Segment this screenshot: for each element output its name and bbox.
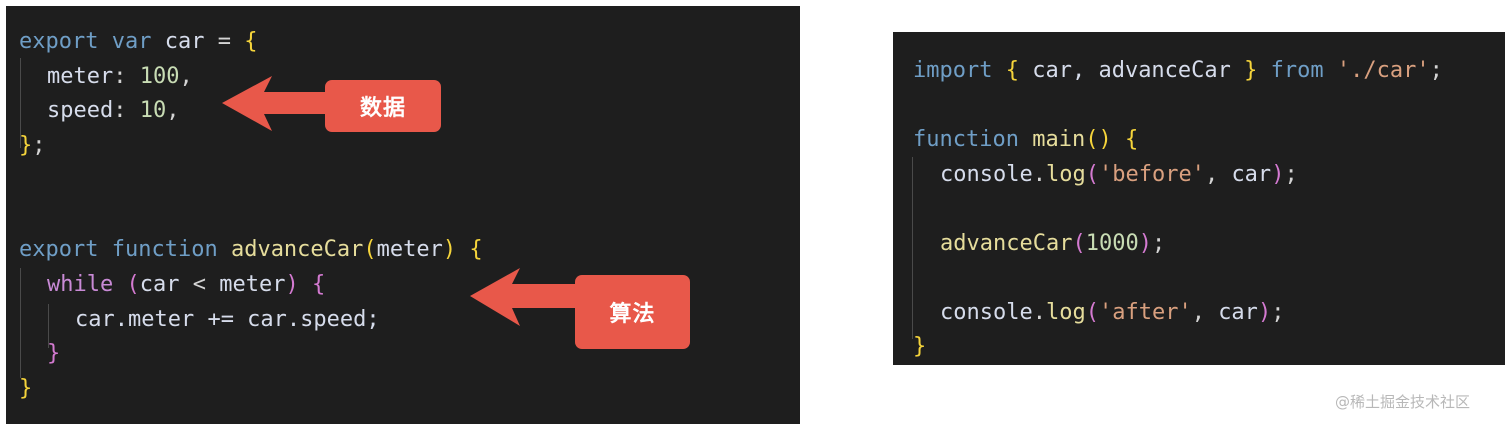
left-code-panel: export var car = { meter: 100, speed: 10… xyxy=(6,6,800,424)
code-line-6: while (car < meter) { xyxy=(47,272,326,297)
code-line-advance: advanceCar(1000); xyxy=(940,231,1166,256)
code-line-log-after: console.log('after', car); xyxy=(940,300,1285,325)
code-line-import: import { car, advanceCar } from './car'; xyxy=(913,58,1443,83)
code-line-8: } xyxy=(47,341,61,366)
right-code-panel: import { car, advanceCar } from './car';… xyxy=(893,32,1505,365)
algorithm-arrow xyxy=(470,268,585,326)
indent-guide xyxy=(48,304,49,348)
code-line-5: export function advanceCar(meter) { xyxy=(19,237,483,262)
data-callout-label: 数据 xyxy=(359,96,406,121)
algorithm-callout: 算法 xyxy=(575,275,690,349)
watermark: @稀土掘金技术社区 xyxy=(1335,393,1471,411)
indent-guide xyxy=(20,58,21,148)
code-line-close: } xyxy=(913,334,927,359)
code-line-1: export var car = { xyxy=(19,29,258,54)
algorithm-callout-label: 算法 xyxy=(609,302,656,327)
indent-guide xyxy=(912,157,913,339)
code-line-2: meter: 100, xyxy=(47,64,193,89)
data-callout: 数据 xyxy=(325,80,441,132)
code-line-3: speed: 10, xyxy=(47,98,180,123)
code-line-log-before: console.log('before', car); xyxy=(940,162,1298,187)
code-line-main: function main() { xyxy=(913,127,1139,152)
code-line-4: }; xyxy=(19,133,46,158)
data-arrow xyxy=(222,76,335,131)
indent-guide xyxy=(20,268,21,378)
code-line-9: } xyxy=(19,376,33,401)
code-line-7: car.meter += car.speed; xyxy=(75,307,380,332)
